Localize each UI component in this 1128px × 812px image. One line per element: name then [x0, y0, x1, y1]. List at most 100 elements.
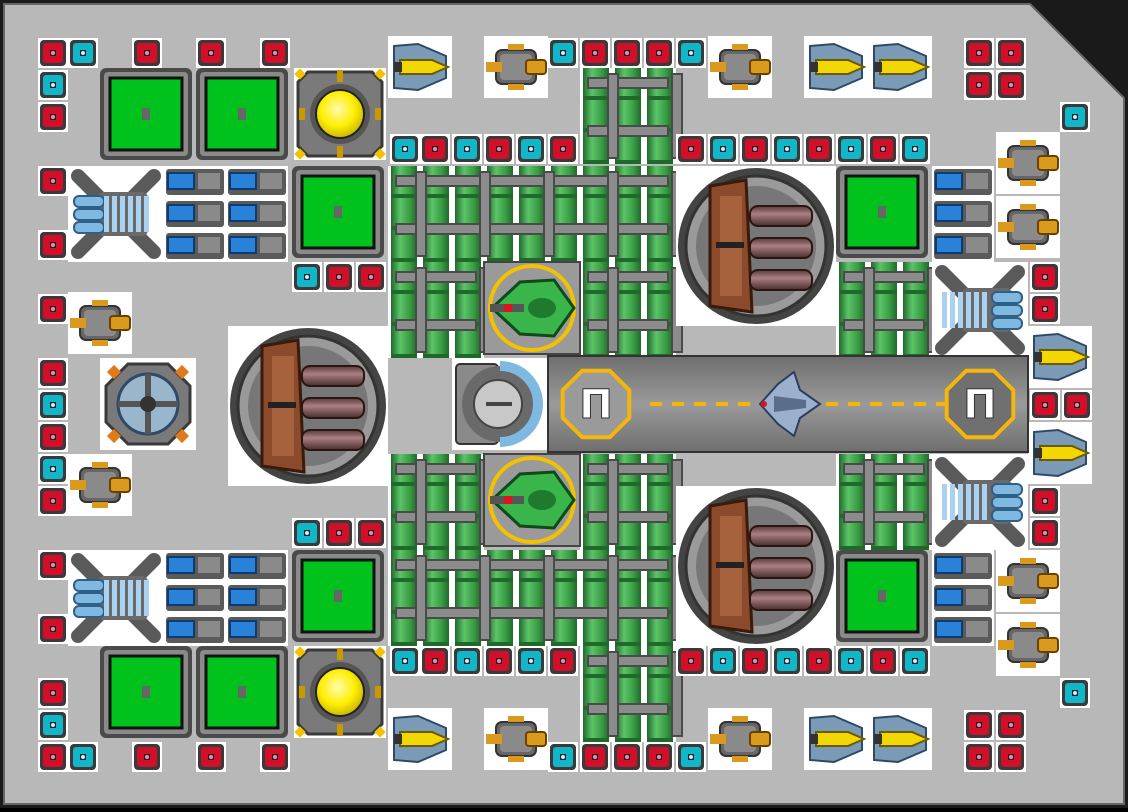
armor-blocks[interactable] — [38, 38, 1092, 772]
coolant-pipe-icon[interactable] — [516, 614, 548, 646]
coolant-pipe-icon[interactable] — [580, 710, 612, 742]
armor-block-red-icon[interactable] — [1030, 262, 1060, 292]
cargo-container-icon[interactable] — [100, 646, 192, 738]
shield-generator-icon[interactable] — [100, 358, 196, 450]
ion-engine-icon[interactable] — [932, 454, 1028, 550]
armor-block-red-icon[interactable] — [964, 742, 994, 772]
coolant-pipe-icon[interactable] — [900, 326, 932, 358]
armor-block-red-icon[interactable] — [676, 134, 706, 164]
cargo-container-icon[interactable] — [836, 550, 928, 642]
armor-block-red-icon[interactable] — [548, 134, 578, 164]
armor-block-red-icon[interactable] — [356, 518, 386, 548]
armor-block-red-icon[interactable] — [644, 38, 674, 68]
armor-block-red-icon[interactable] — [996, 38, 1026, 68]
armor-block-red-icon[interactable] — [38, 486, 68, 516]
armor-block-cyan-icon[interactable] — [38, 390, 68, 420]
fighter-bay-icon[interactable] — [483, 453, 581, 547]
missile-launcher-icon[interactable] — [804, 36, 868, 98]
landing-pad-icon[interactable]: Π — [560, 368, 632, 440]
cargo-container-icon[interactable] — [836, 166, 928, 258]
battery-bank-icon[interactable] — [932, 550, 994, 646]
armor-block-red-icon[interactable] — [196, 38, 226, 68]
coolant-pipe-icon[interactable] — [644, 614, 676, 646]
ion-engine-icon[interactable] — [68, 550, 164, 646]
armor-block-red-icon[interactable] — [324, 262, 354, 292]
armor-block-red-icon[interactable] — [804, 646, 834, 676]
docked-ship-icon[interactable] — [758, 370, 822, 438]
cargo-container-icon[interactable] — [292, 166, 384, 258]
armor-block-red-icon[interactable] — [804, 134, 834, 164]
armor-block-cyan-icon[interactable] — [292, 262, 322, 292]
armor-block-red-icon[interactable] — [1030, 390, 1060, 420]
armor-block-cyan-icon[interactable] — [292, 518, 322, 548]
coolant-pipe-network[interactable] — [388, 68, 939, 742]
armor-block-red-icon[interactable] — [38, 166, 68, 196]
coolant-pipe-icon[interactable] — [516, 230, 548, 262]
heavy-cannon-turret-icon[interactable] — [228, 326, 388, 486]
armor-block-red-icon[interactable] — [132, 742, 162, 772]
missile-launcher-icon[interactable] — [388, 708, 452, 770]
coolant-pipe-icon[interactable] — [452, 326, 484, 358]
armor-block-cyan-icon[interactable] — [836, 646, 866, 676]
armor-block-cyan-icon[interactable] — [548, 742, 578, 772]
coolant-pipe-icon[interactable] — [452, 230, 484, 262]
armor-block-cyan-icon[interactable] — [676, 38, 706, 68]
armor-block-cyan-icon[interactable] — [1060, 678, 1090, 708]
thruster-icon[interactable] — [996, 550, 1060, 612]
thruster-icon[interactable] — [708, 708, 772, 770]
armor-block-red-icon[interactable] — [38, 102, 68, 132]
armor-block-red-icon[interactable] — [612, 742, 642, 772]
armor-block-red-icon[interactable] — [324, 518, 354, 548]
thruster-icon[interactable] — [484, 708, 548, 770]
heavy-cannon-turret-icon[interactable] — [676, 166, 836, 326]
coolant-pipe-icon[interactable] — [452, 614, 484, 646]
armor-block-red-icon[interactable] — [420, 134, 450, 164]
battery-bank-icon[interactable] — [164, 166, 288, 262]
armor-block-red-icon[interactable] — [676, 646, 706, 676]
armor-block-red-icon[interactable] — [740, 646, 770, 676]
armor-block-cyan-icon[interactable] — [38, 454, 68, 484]
armor-block-red-icon[interactable] — [996, 710, 1026, 740]
missile-launcher-icon[interactable] — [804, 708, 868, 770]
coolant-pipe-icon[interactable] — [644, 710, 676, 742]
coolant-pipe-icon[interactable] — [388, 230, 420, 262]
coolant-pipe-icon[interactable] — [836, 518, 868, 550]
armor-block-cyan-icon[interactable] — [390, 134, 420, 164]
ion-engine-icon[interactable] — [68, 166, 164, 262]
battery-bank-icon[interactable] — [932, 166, 994, 262]
armor-block-red-icon[interactable] — [996, 742, 1026, 772]
armor-block-red-icon[interactable] — [132, 38, 162, 68]
armor-block-red-icon[interactable] — [964, 38, 994, 68]
armor-block-red-icon[interactable] — [1062, 390, 1092, 420]
armor-block-cyan-icon[interactable] — [676, 742, 706, 772]
missile-launcher-icon[interactable] — [1028, 326, 1092, 388]
armor-block-red-icon[interactable] — [1030, 518, 1060, 548]
coolant-pipe-icon[interactable] — [836, 326, 868, 358]
cargo-container-icon[interactable] — [100, 68, 192, 160]
armor-block-red-icon[interactable] — [38, 294, 68, 324]
armor-block-red-icon[interactable] — [964, 710, 994, 740]
armor-block-cyan-icon[interactable] — [516, 134, 546, 164]
armor-block-red-icon[interactable] — [484, 646, 514, 676]
armor-block-red-icon[interactable] — [260, 38, 290, 68]
heavy-cannon-turret-icon[interactable] — [676, 486, 836, 646]
armor-block-cyan-icon[interactable] — [68, 38, 98, 68]
armor-block-cyan-icon[interactable] — [68, 742, 98, 772]
landing-pad-icon[interactable]: Π — [944, 368, 1016, 440]
armor-block-cyan-icon[interactable] — [708, 646, 738, 676]
missile-launcher-icon[interactable] — [388, 36, 452, 98]
armor-block-red-icon[interactable] — [38, 38, 68, 68]
coolant-pipe-icon[interactable] — [644, 518, 676, 550]
coolant-pipe-icon[interactable] — [580, 230, 612, 262]
coolant-pipe-icon[interactable] — [644, 132, 676, 164]
armor-block-cyan-icon[interactable] — [900, 646, 930, 676]
armor-block-red-icon[interactable] — [868, 646, 898, 676]
missile-launcher-icon[interactable] — [868, 708, 932, 770]
armor-block-red-icon[interactable] — [612, 38, 642, 68]
thruster-icon[interactable] — [996, 614, 1060, 676]
coolant-pipe-icon[interactable] — [900, 518, 932, 550]
coolant-pipe-icon[interactable] — [580, 614, 612, 646]
